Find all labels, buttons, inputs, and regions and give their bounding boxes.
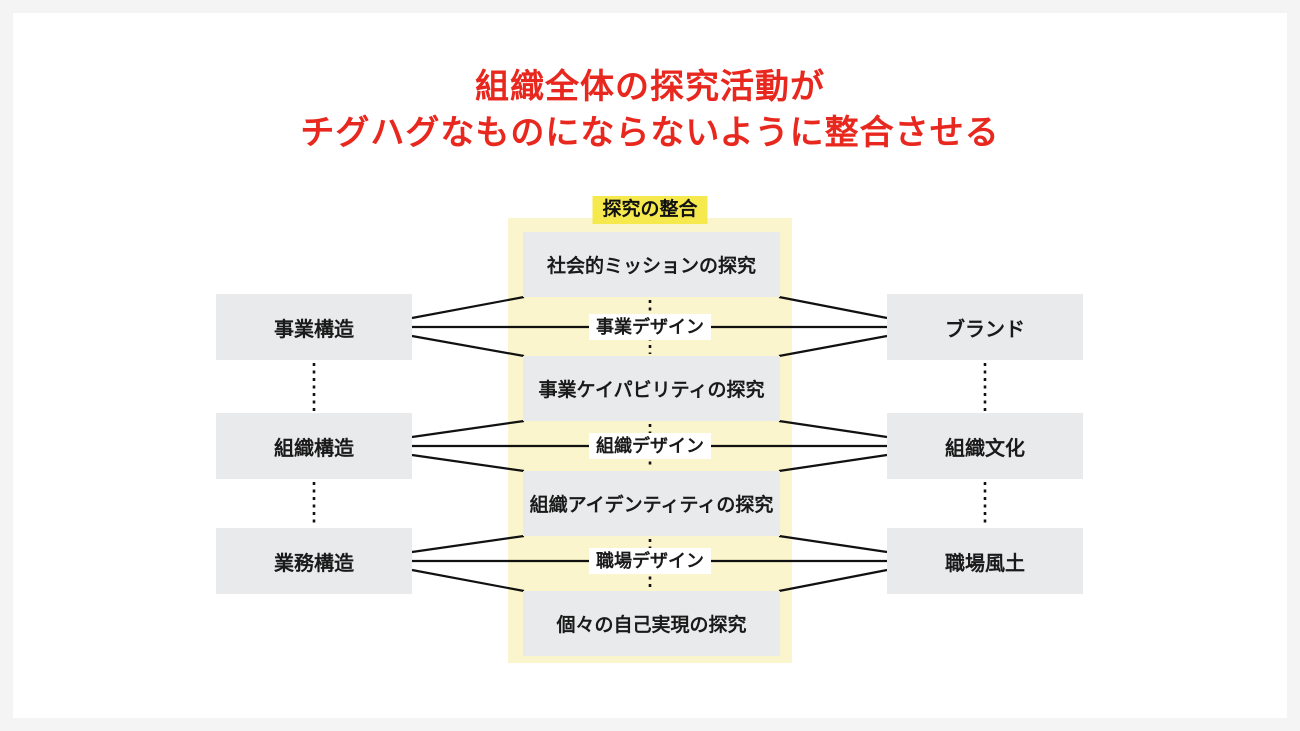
diagram-title-line1: 組織全体の探究活動が [475, 68, 825, 106]
center-node-organizational-identity: 組織アイデンティティの探究 [523, 471, 780, 536]
center-node-social-mission: 社会的ミッションの探究 [523, 232, 780, 297]
connector-label-organization-design: 組織デザイン [589, 433, 711, 459]
center-node-business-capability: 事業ケイパビリティの探究 [523, 356, 780, 421]
right-node-brand: ブランド [887, 294, 1083, 360]
connector-label-workplace-design: 職場デザイン [589, 548, 711, 574]
center-node-individual-self-actualization: 個々の自己実現の探究 [523, 591, 780, 656]
alignment-panel-header: 探究の整合 [592, 196, 708, 224]
right-node-workplace-climate: 職場風土 [887, 528, 1083, 594]
left-node-business-structure: 事業構造 [216, 294, 412, 360]
left-node-organization-structure: 組織構造 [216, 413, 412, 479]
right-node-organizational-culture: 組織文化 [887, 413, 1083, 479]
left-node-work-structure: 業務構造 [216, 528, 412, 594]
diagram-title-line2: チグハグなものにならないように整合させる [300, 114, 1000, 152]
diagram-title: 組織全体の探究活動が チグハグなものにならないように整合させる [0, 64, 1300, 156]
connector-label-business-design: 事業デザイン [589, 314, 711, 340]
